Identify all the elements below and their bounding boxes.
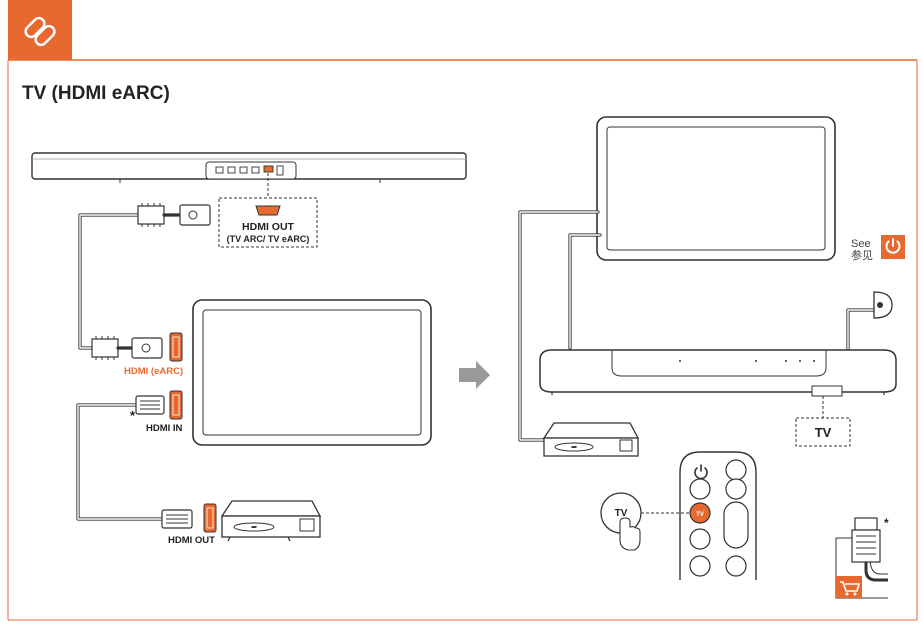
power-icon [881, 235, 905, 259]
hdmi-out-sublabel: (TV ARC/ TV eARC) [227, 234, 310, 244]
hdmi-in-label: HDMI IN [146, 423, 183, 434]
see-label-cn: 参见 [851, 248, 873, 262]
tv-button-press [600, 492, 642, 551]
tv-input-callout [795, 417, 851, 447]
source-hdmi-out-label: HDMI OUT [168, 535, 215, 546]
hdmi-port-icon [255, 205, 281, 216]
tv-button-label: TV [615, 508, 628, 519]
right-hdmi-cable [518, 210, 600, 442]
tv-earc-port [169, 332, 183, 362]
page-title: TV (HDMI eARC) [22, 83, 170, 104]
power-cable [846, 291, 893, 354]
tv-hdmi-in-port [169, 390, 183, 420]
tv-input-label: TV [815, 425, 832, 440]
tv-left [192, 299, 432, 446]
remote-tv-key-label: TV [696, 512, 704, 518]
inset-asterisk: * [884, 516, 889, 530]
next-step-arrow-icon [459, 361, 490, 389]
see-label: See [851, 238, 871, 250]
shopping-cart-icon [836, 576, 862, 598]
soundbar-front-view [539, 349, 897, 397]
source-device-right [542, 422, 640, 457]
finger-tap-icon [619, 517, 641, 551]
tv-right [568, 116, 836, 350]
hdmi-cable-source [76, 395, 193, 529]
source-device [220, 500, 322, 542]
soundbar-back-view [31, 152, 467, 183]
hdmi-cable-earc [78, 203, 211, 360]
hdmi-out-label: HDMI OUT [242, 221, 294, 233]
remote-control [679, 451, 757, 580]
link-icon [24, 16, 56, 47]
hdmi-cable-inset [835, 517, 888, 599]
header-icon-tab [8, 0, 72, 60]
hdmi-in-asterisk: * [130, 408, 136, 423]
remote-power-icon [694, 464, 708, 480]
hdmi-earc-label: HDMI (eARC) [124, 366, 183, 377]
source-hdmi-port [203, 503, 217, 533]
